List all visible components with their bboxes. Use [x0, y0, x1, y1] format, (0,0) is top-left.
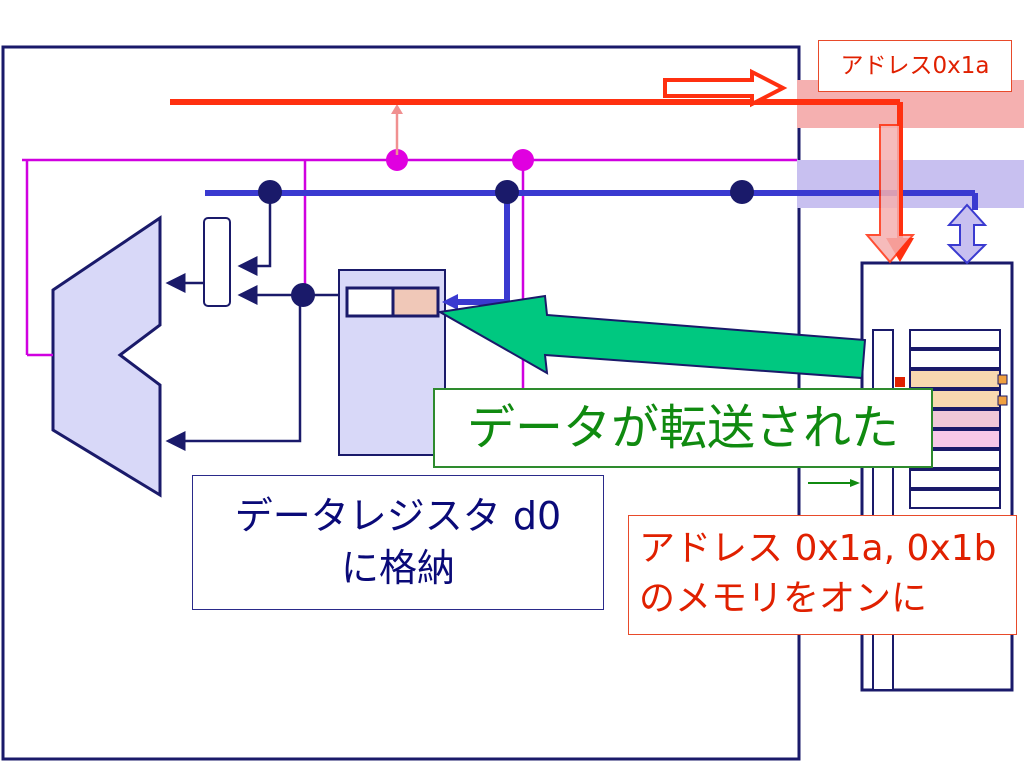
data-junction-2: [495, 180, 519, 204]
store-label-line2: に格納: [340, 546, 455, 590]
data-bus: [205, 190, 978, 305]
data-junction-4: [291, 283, 315, 307]
address-label-top: アドレス0x1a: [818, 40, 1012, 92]
memory-decoder: [872, 329, 894, 691]
memory-out-marker-1: [997, 374, 1008, 385]
memory-on-label-line2: のメモリをオンに: [639, 578, 928, 619]
address-bus: [170, 99, 903, 240]
data-bus-arrowhead: [442, 294, 458, 310]
memory-select-arrowhead: [850, 479, 860, 487]
data-junction-3: [730, 180, 754, 204]
memory-out-marker-2: [997, 395, 1008, 406]
transfer-arrow: [437, 294, 867, 380]
data-bus-memory-arrow: [946, 203, 988, 265]
store-label: データレジスタ d0 に格納: [192, 475, 604, 610]
memory-on-label: アドレス 0x1a, 0x1b のメモリをオンに: [628, 515, 1017, 635]
input-latch: [203, 217, 231, 307]
address-tap-arrowhead: [391, 104, 403, 114]
register-slot: [345, 286, 395, 318]
control-junction-1: [386, 149, 408, 171]
address-down-arrow: [864, 124, 916, 264]
data-bus-band: [797, 160, 1024, 208]
register-d0: [391, 286, 440, 318]
transfer-label: データが転送された: [433, 388, 933, 468]
internal-wires: [165, 192, 339, 451]
control-junction-2: [512, 149, 534, 171]
memory-select-marker: [895, 377, 905, 387]
data-junction-1: [258, 180, 282, 204]
alu: [51, 215, 162, 498]
store-label-line1: データレジスタ d0: [234, 494, 562, 538]
memory-on-label-line1: アドレス 0x1a, 0x1b: [639, 528, 997, 569]
address-hollow-arrow: [663, 68, 788, 108]
